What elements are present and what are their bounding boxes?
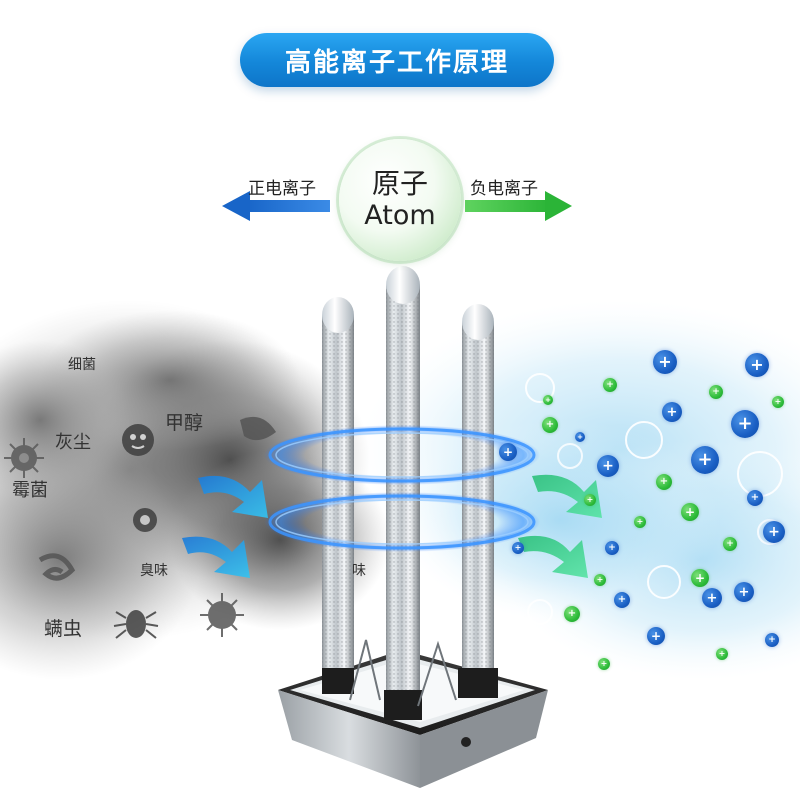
blue-ion-dot: + [765,633,779,647]
blue-ion-dot: + [731,410,759,438]
blue-ion-dot: + [597,455,619,477]
blue-ion-dot: + [499,443,517,461]
green-ion-dot: + [772,396,784,408]
negative-ion-arrow [465,191,572,221]
blue-ion-dot: + [662,402,682,422]
pollutant-formaldehyde: 甲醇 [165,412,204,434]
green-ion-dot: + [564,606,580,622]
blue-ion-dot: + [745,353,769,377]
positive-ion-label: 正电离子 [248,179,316,199]
ion-rings [264,425,540,552]
germ-icons [4,416,276,639]
green-ion-dot: + [709,385,723,399]
blue-ion-dot: + [575,432,585,442]
green-ion-dot: + [691,569,709,587]
blue-ion-dot: + [691,446,719,474]
green-ion-dot: + [594,574,606,586]
blue-ion-dot: + [734,582,754,602]
atom-label-cn: 原子 [371,167,428,200]
blue-ion-dot: + [702,588,722,608]
page-title: 高能离子工作原理 [240,33,554,87]
pollutant-mites: 螨虫 [44,618,83,640]
green-ion-dot: + [634,516,646,528]
atom-badge: 原子 Atom [339,139,461,261]
atom-label-en: Atom [364,200,436,231]
blue-ion-dot: + [653,350,677,374]
blue-ion-dot: + [614,592,630,608]
green-ion-dot: + [656,474,672,490]
blue-ion-dot: + [747,490,763,506]
pollutant-dust: 灰尘 [55,432,91,453]
green-ion-dot: + [681,503,699,521]
pollutant-bacteria: 细菌 [68,357,96,373]
pollutant-odor: 臭味 [140,563,168,579]
green-ion-dot: + [723,537,737,551]
green-ion-dot: + [716,648,728,660]
pollutant-mold: 霉菌 [12,480,48,501]
blue-ion-dot: + [605,541,619,555]
inner-odor-label: 味 [352,563,366,579]
green-ion-dot: + [603,378,617,392]
blue-ion-dot: + [647,627,665,645]
blue-ion-dot: + [763,521,785,543]
positive-ion-arrow [222,191,330,221]
green-ion-dot: + [598,658,610,670]
negative-ion-label: 负电离子 [470,179,538,199]
green-ion-dot: + [542,417,558,433]
green-ion-dot: + [584,494,596,506]
green-ion-dot: + [543,395,553,405]
blue-ion-dot: + [512,542,524,554]
